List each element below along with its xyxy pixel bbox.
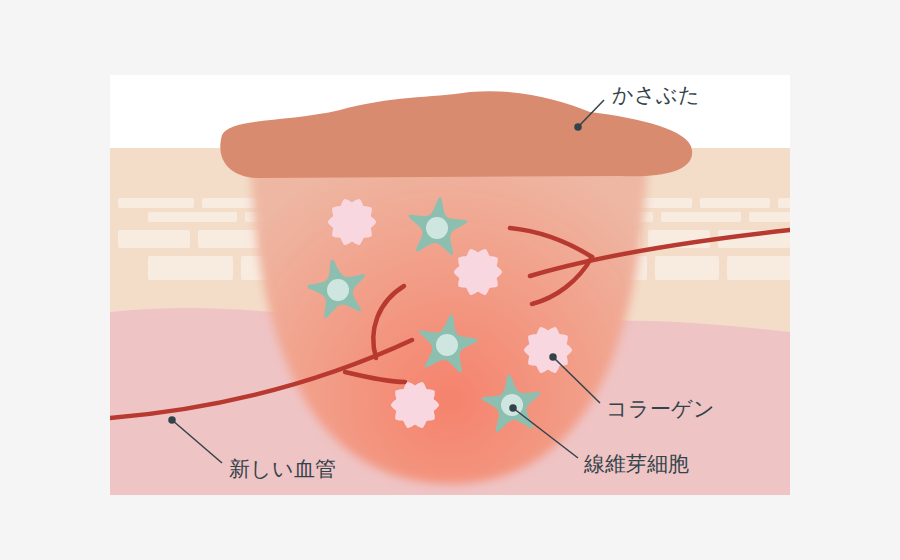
wound: [250, 150, 648, 484]
leader-lines: [169, 100, 604, 463]
collagen: [391, 382, 439, 428]
fibroblast: [307, 260, 365, 319]
skin-cell: [655, 256, 719, 280]
panel: [110, 75, 790, 495]
fibroblast-nucleus: [327, 279, 349, 301]
callout-label: 線維芽細胞: [584, 452, 689, 477]
new-blood-vessels: [110, 228, 790, 418]
collagen: [328, 199, 376, 245]
skin-cell: [198, 230, 260, 248]
callout-label: コラーゲン: [606, 397, 715, 422]
skin-cell: [700, 198, 770, 208]
skin-cell: [778, 198, 790, 208]
skin-cell: [749, 212, 790, 222]
callout-label: 新しい血管: [229, 457, 336, 482]
skin-cell: [727, 256, 790, 280]
skin-cell: [661, 212, 741, 222]
cells: [307, 197, 572, 432]
collagen: [454, 249, 502, 295]
fibroblast-nucleus: [436, 334, 458, 356]
collagen: [524, 327, 572, 373]
skin-cell: [118, 230, 190, 248]
fibroblast: [409, 197, 468, 255]
skin-cell: [118, 198, 194, 208]
skin-cell: [148, 212, 237, 222]
fibroblast: [419, 314, 477, 372]
fibroblast-nucleus: [426, 217, 448, 239]
callout-label: かさぶた: [612, 83, 700, 108]
skin-cell: [148, 256, 233, 280]
